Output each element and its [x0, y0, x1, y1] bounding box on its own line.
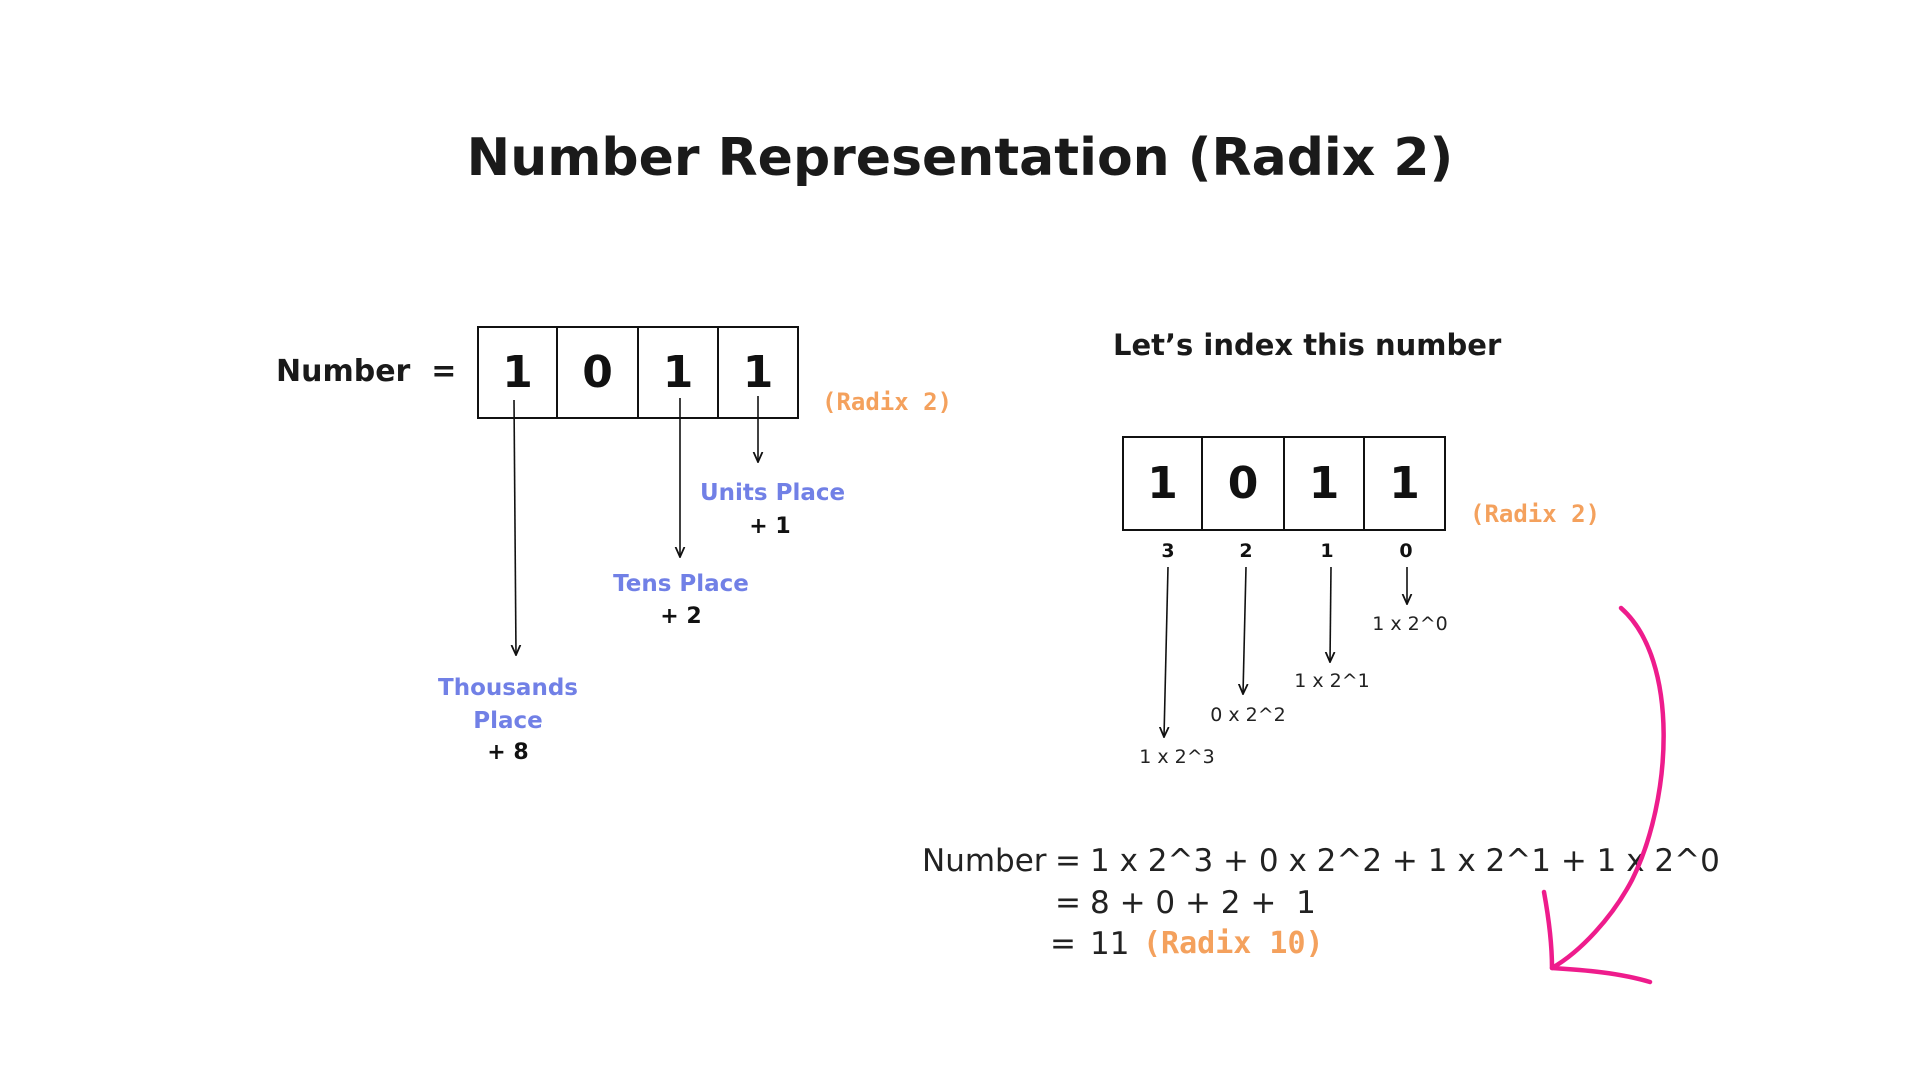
left-digit: 1 — [639, 328, 719, 417]
index-2-arrow — [1243, 566, 1246, 694]
term-label: 0 x 2^2 — [1210, 704, 1286, 726]
equation-label: Number — [922, 843, 1047, 879]
units-place-label: Units Place — [700, 480, 846, 506]
index-3-arrow — [1164, 566, 1168, 737]
index-label: 1 — [1320, 540, 1334, 562]
left-digit-box: 1 0 1 1 — [477, 326, 799, 419]
equals-sign: = — [1055, 843, 1081, 879]
tens-place-value: + 2 — [660, 604, 702, 629]
thousands-place-label: Thousands Place — [438, 675, 578, 734]
right-digit: 1 — [1124, 438, 1204, 529]
thousands-arrow — [514, 399, 516, 655]
right-radix-tag: (Radix 2) — [1470, 500, 1601, 528]
index-label: 2 — [1239, 540, 1253, 562]
curved-arrow-head — [1541, 889, 1653, 985]
right-digit: 0 — [1203, 438, 1285, 529]
left-digit: 1 — [479, 328, 559, 417]
curved-arrow — [1549, 605, 1666, 971]
right-digit: 1 — [1285, 438, 1365, 529]
result-radix-tag: (Radix 10) — [1143, 926, 1324, 961]
left-digit: 0 — [558, 328, 639, 417]
equation-line-2: 8 + 0 + 2 + 1 — [1090, 885, 1316, 921]
equation-line-1: 1 x 2^3 + 0 x 2^2 + 1 x 2^1 + 1 x 2^0 — [1090, 843, 1720, 879]
right-digit-box: 1 0 1 1 — [1122, 436, 1446, 531]
left-radix-tag: (Radix 2) — [822, 388, 953, 416]
right-digit: 1 — [1389, 458, 1420, 509]
thousands-place-value: + 8 — [487, 740, 529, 765]
index-label: 3 — [1161, 540, 1175, 562]
term-label: 1 x 2^3 — [1139, 746, 1215, 768]
index-1-arrow — [1330, 566, 1331, 662]
term-label: 1 x 2^0 — [1372, 613, 1448, 635]
index-label: 0 — [1399, 540, 1413, 562]
equals-sign: = — [1055, 885, 1081, 921]
index-heading: Let’s index this number — [1113, 328, 1502, 362]
equals-sign: = — [1050, 926, 1076, 962]
number-label: Number = — [276, 354, 457, 389]
equation-line-3: 11 — [1090, 926, 1130, 962]
left-digit: 1 — [742, 347, 774, 398]
diagram-title: Number Representation (Radix 2) — [466, 128, 1454, 188]
term-label: 1 x 2^1 — [1294, 670, 1370, 692]
units-place-value: + 1 — [749, 514, 791, 539]
tens-place-label: Tens Place — [613, 571, 749, 597]
